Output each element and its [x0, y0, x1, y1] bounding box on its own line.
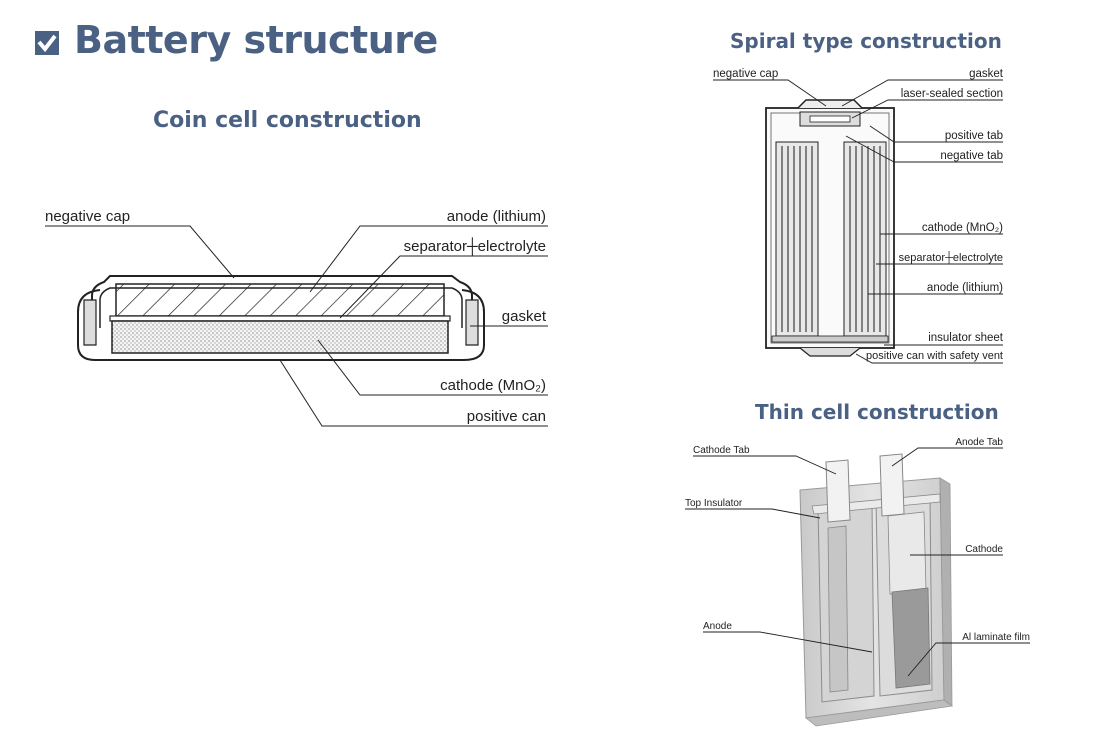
coin-label-negative-cap: negative cap — [45, 208, 130, 225]
coin-label-cathode: cathode (MnO₂) — [440, 377, 546, 394]
thin-label-anode: Anode — [703, 621, 732, 632]
spiral-label-separator: separator┼electrolyte — [899, 250, 1003, 265]
thin-label-top-insulator: Top Insulator — [685, 498, 743, 509]
coin-cathode-shape — [111, 320, 449, 354]
spiral-cell-diagram: negative cap gasket laser-sealed section… — [713, 68, 1004, 364]
spiral-safety-vent-shape — [799, 347, 861, 357]
coin-leader-negative-cap — [45, 225, 235, 279]
coin-leader-cathode — [317, 339, 548, 396]
thin-anode-shape — [827, 525, 849, 693]
coin-leader-separator — [339, 255, 548, 319]
page-header: Battery structure — [34, 18, 438, 62]
spiral-label-anode: anode (lithium) — [927, 282, 1003, 294]
thin-label-cathode-tab: Cathode Tab — [693, 445, 750, 456]
spiral-cell-title: Spiral type construction — [730, 29, 1002, 53]
thin-cathode-tab-shape — [825, 459, 851, 523]
coin-gasket-left-shape — [83, 299, 97, 346]
spiral-label-insulator: insulator sheet — [928, 332, 1004, 344]
spiral-label-negative-tab: negative tab — [940, 150, 1003, 162]
spiral-left-winding — [775, 141, 819, 337]
coin-leader-anode — [309, 225, 548, 293]
coin-cell-diagram: negative cap anode (lithium) separator┼e… — [45, 208, 548, 427]
coin-label-anode: anode (lithium) — [447, 208, 546, 225]
spiral-label-gasket: gasket — [969, 68, 1004, 80]
coin-cell-title: Coin cell construction — [153, 108, 422, 133]
spiral-label-negative-cap: negative cap — [713, 68, 778, 80]
thin-anode-tab-shape — [879, 453, 905, 517]
spiral-label-positive-tab: positive tab — [945, 130, 1003, 142]
spiral-right-winding — [843, 141, 887, 337]
page-title: Battery structure — [74, 18, 438, 62]
coin-label-separator: separator┼electrolyte — [404, 237, 546, 256]
coin-leader-can — [279, 359, 548, 427]
thin-cell-diagram: Cathode Tab Anode Tab Top Insulator Cath… — [685, 437, 1030, 727]
coin-positive-can-shape — [77, 289, 485, 361]
coin-gasket-right-shape — [465, 299, 479, 346]
thin-cathode-shape — [887, 511, 927, 595]
spiral-label-laser: laser-sealed section — [901, 88, 1003, 100]
coin-anode-shape — [115, 283, 445, 317]
thin-label-anode-tab: Anode Tab — [955, 437, 1003, 448]
spiral-label-can: positive can with safety vent — [866, 350, 1003, 362]
thin-cell-title: Thin cell construction — [755, 400, 999, 424]
checkbox-icon — [35, 31, 59, 55]
coin-label-gasket: gasket — [502, 308, 547, 325]
spiral-negative-cap-shape — [797, 99, 863, 109]
thin-label-laminate: Al laminate film — [962, 632, 1030, 643]
coin-label-positive-can: positive can — [467, 408, 546, 425]
coin-negative-cap-shape — [91, 275, 473, 330]
thin-label-cathode: Cathode — [965, 544, 1003, 555]
spiral-label-cathode: cathode (MnO₂) — [922, 222, 1003, 234]
